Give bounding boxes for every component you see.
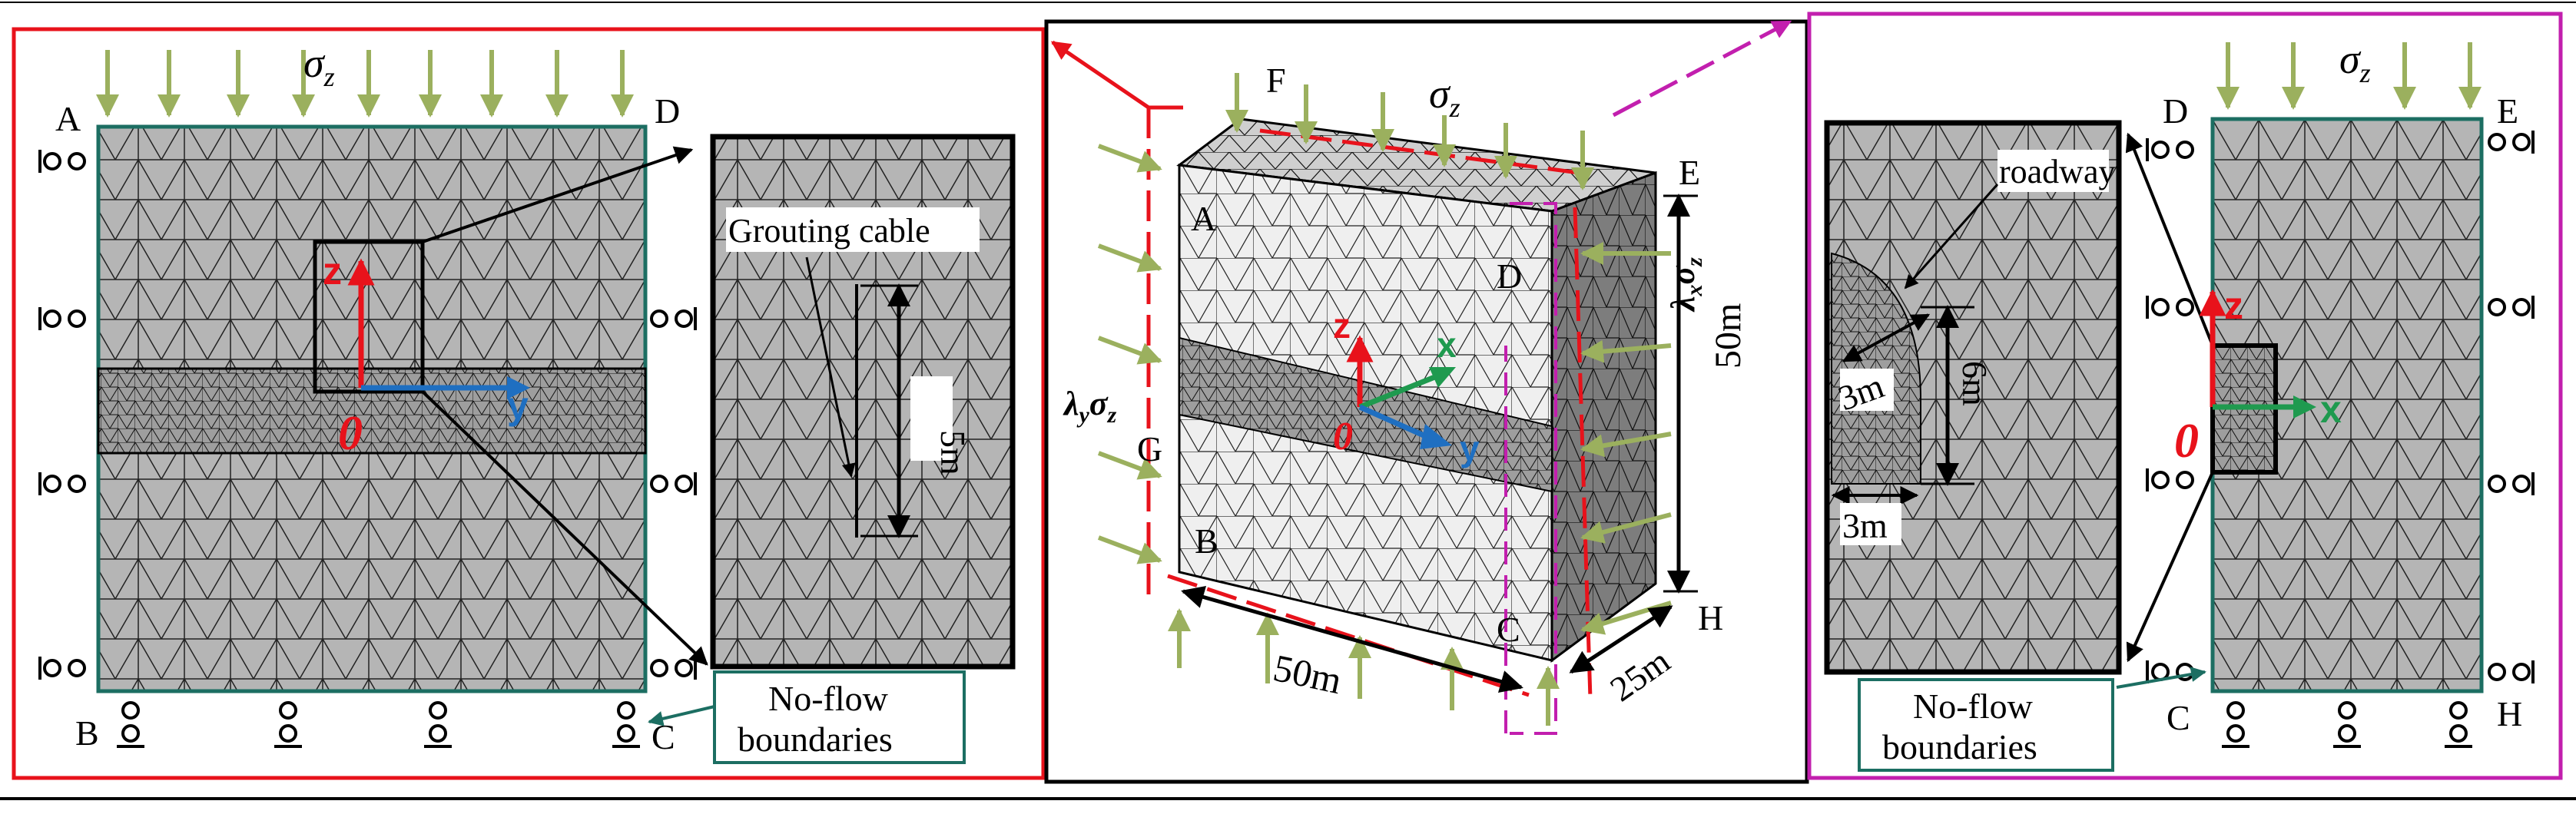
center-top-load-arrows	[1225, 73, 1594, 190]
center-origin-label: 0	[1333, 415, 1353, 458]
point-label-B-left: B	[75, 713, 99, 753]
width-dimension	[1181, 585, 1523, 693]
point-label-F: F	[1266, 61, 1286, 100]
left-zoom-box	[313, 240, 425, 394]
right-sigma-z: σz	[2339, 36, 2371, 88]
point-label-C-right: C	[2167, 698, 2190, 737]
left-panel-frame	[12, 27, 1046, 780]
left-axis-z-label: z	[323, 250, 342, 293]
right-panel-frame	[1807, 12, 2563, 780]
right-bottom-roller-supports	[2222, 701, 2472, 748]
center-left-load-arrows	[1097, 144, 1162, 564]
center-axis-y-arrow	[1358, 404, 1431, 441]
right-axis-x-label: x	[2320, 388, 2342, 431]
width-50m-label: 50m	[1270, 646, 1346, 702]
center-axis-y-label: y	[1460, 429, 1480, 468]
center-sigma-z: σz	[1429, 71, 1460, 123]
cube-roadway-band	[1179, 336, 1553, 493]
point-label-A-left: A	[55, 99, 81, 138]
point-label-E-right: E	[2497, 91, 2518, 131]
right-origin-label: 0	[2174, 413, 2199, 468]
roadway-label: roadway	[1999, 153, 2116, 190]
right-right-side-roller-supports	[2488, 131, 2535, 683]
cable-length-label: 5m	[933, 430, 973, 475]
left-top-load-arrows	[96, 50, 634, 117]
right-no-flow-line2: boundaries	[1882, 727, 2037, 766]
point-label-B-center: B	[1195, 521, 1218, 561]
point-label-C-center: C	[1497, 610, 1520, 649]
point-label-H-center: H	[1698, 598, 1723, 637]
right-left-side-roller-supports	[2146, 138, 2194, 683]
point-label-A-center: A	[1191, 199, 1216, 238]
left-sigma-z: σz	[303, 40, 335, 92]
depth-25m-label: 25m	[1603, 640, 1676, 709]
point-label-G: G	[1137, 429, 1162, 468]
left-no-flow-line2: boundaries	[738, 720, 893, 759]
center-panel-frame	[1044, 19, 1809, 784]
height-50m-label: 50m	[1708, 303, 1749, 369]
roadway-width-bottom-label: 3m	[1842, 506, 1888, 545]
grouting-cable-label: Grouting cable	[728, 212, 930, 250]
right-no-flow-box	[1858, 678, 2114, 772]
cube-right-face	[1550, 170, 1657, 663]
right-no-flow-line1: No-flow	[1913, 687, 2034, 726]
left-no-flow-box	[713, 670, 966, 764]
lambda-x-sigma-z: λxσz	[1664, 257, 1707, 313]
center-axis-x-label: x	[1437, 325, 1457, 365]
left-axis-y-label: y	[507, 384, 529, 427]
left-right-side-roller-supports	[650, 307, 697, 680]
left-roadway-band	[97, 367, 647, 455]
left-bottom-roller-supports	[117, 701, 640, 748]
point-label-H-right: H	[2497, 694, 2522, 733]
right-top-load-arrows	[2216, 42, 2482, 110]
point-label-D-left: D	[655, 91, 680, 131]
left-side-roller-supports	[38, 150, 86, 680]
depth-dimension	[1569, 604, 1673, 674]
left-origin-label: 0	[338, 405, 363, 460]
right-zoom-panel	[1824, 120, 2122, 675]
left-no-flow-line1: No-flow	[768, 679, 889, 718]
center-axis-z-label: z	[1333, 306, 1351, 346]
roadway-height-label: 6m	[1955, 361, 1994, 406]
point-label-C-left: C	[651, 717, 675, 756]
point-label-D-right: D	[2163, 91, 2188, 131]
right-axis-z-label: z	[2224, 284, 2243, 327]
point-label-D-center: D	[1497, 256, 1522, 296]
center-axis-x-arrow	[1358, 373, 1438, 410]
lambda-y-sigma-z: λyσz	[1063, 385, 1117, 428]
point-label-E-center: E	[1679, 153, 1700, 192]
